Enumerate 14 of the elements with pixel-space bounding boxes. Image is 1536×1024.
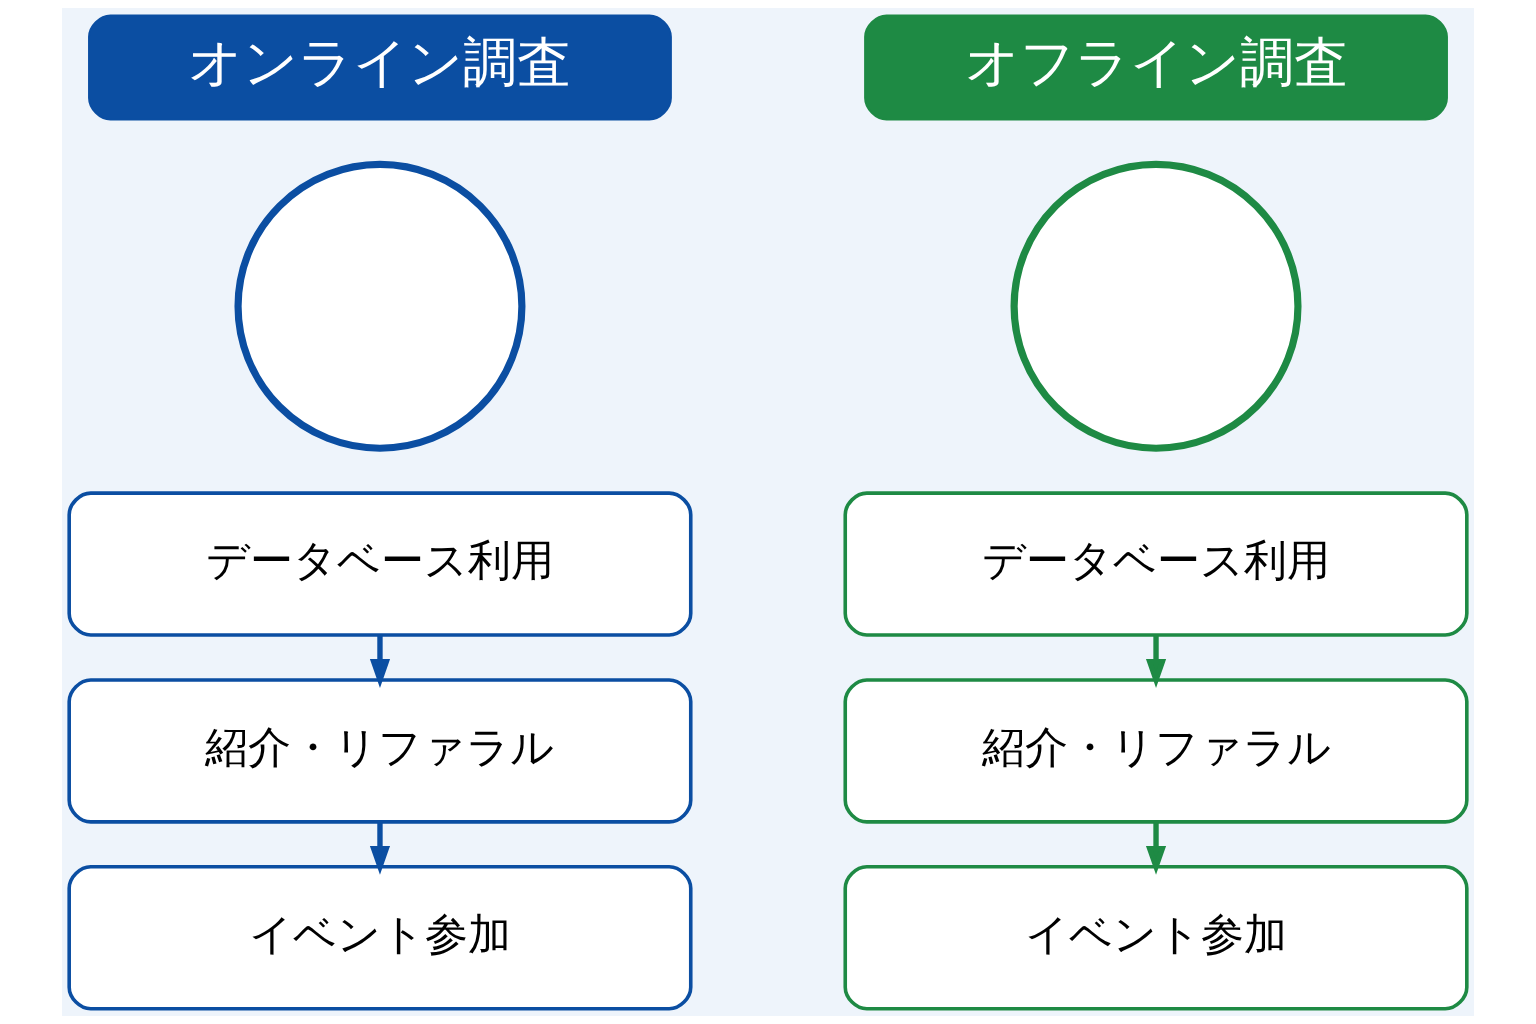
node-box: オフライン調査	[864, 14, 1448, 121]
node-circle	[1010, 160, 1302, 452]
node-box: データベース利用	[67, 491, 693, 637]
node-box: 紹介・リファラル	[67, 678, 693, 824]
arrow	[369, 635, 391, 688]
arrow	[369, 822, 391, 875]
node-box: 紹介・リファラル	[843, 678, 1469, 824]
node-box: データベース利用	[843, 491, 1469, 637]
arrow	[1145, 822, 1167, 875]
node-circle	[234, 160, 526, 452]
arrow	[1145, 635, 1167, 688]
node-box: イベント参加	[67, 865, 693, 1011]
node-box: イベント参加	[843, 865, 1469, 1011]
node-box: オンライン調査	[88, 14, 672, 121]
